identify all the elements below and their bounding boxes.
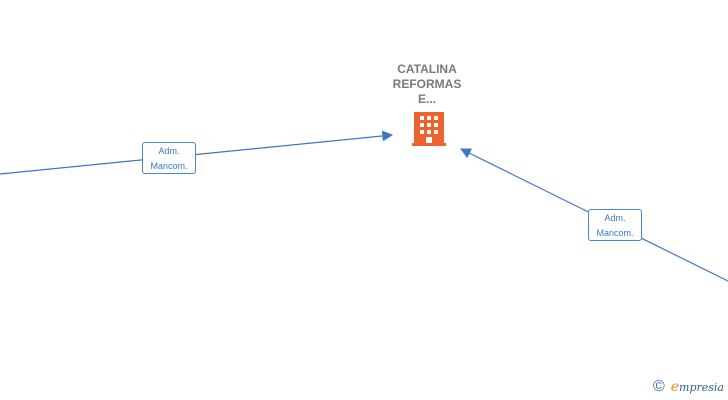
relation-label-line-2: Mancom.	[596, 228, 634, 238]
building-icon[interactable]	[412, 112, 446, 146]
company-name-line-3: E...	[417, 92, 436, 106]
brand-watermark: © empresia	[653, 378, 724, 396]
brand-e-letter: e	[670, 379, 680, 395]
relation-label-line-1: Adm.	[158, 146, 180, 156]
brand-name: mpresia	[679, 381, 724, 394]
copyright-icon: ©	[652, 378, 665, 395]
relation-edge-left	[0, 130, 394, 175]
company-name[interactable]: CATALINA REFORMAS E...	[367, 62, 487, 107]
company-name-line-1: CATALINA	[397, 62, 457, 76]
relation-label-left[interactable]: Adm. Mancom.	[142, 142, 196, 174]
relation-label-line-2: Mancom.	[150, 161, 188, 171]
brand-logo: empresia	[671, 379, 724, 395]
relation-label-right[interactable]: Adm. Mancom.	[588, 209, 642, 241]
relation-label-line-1: Adm.	[604, 213, 626, 223]
company-name-line-2: REFORMAS	[392, 77, 462, 91]
